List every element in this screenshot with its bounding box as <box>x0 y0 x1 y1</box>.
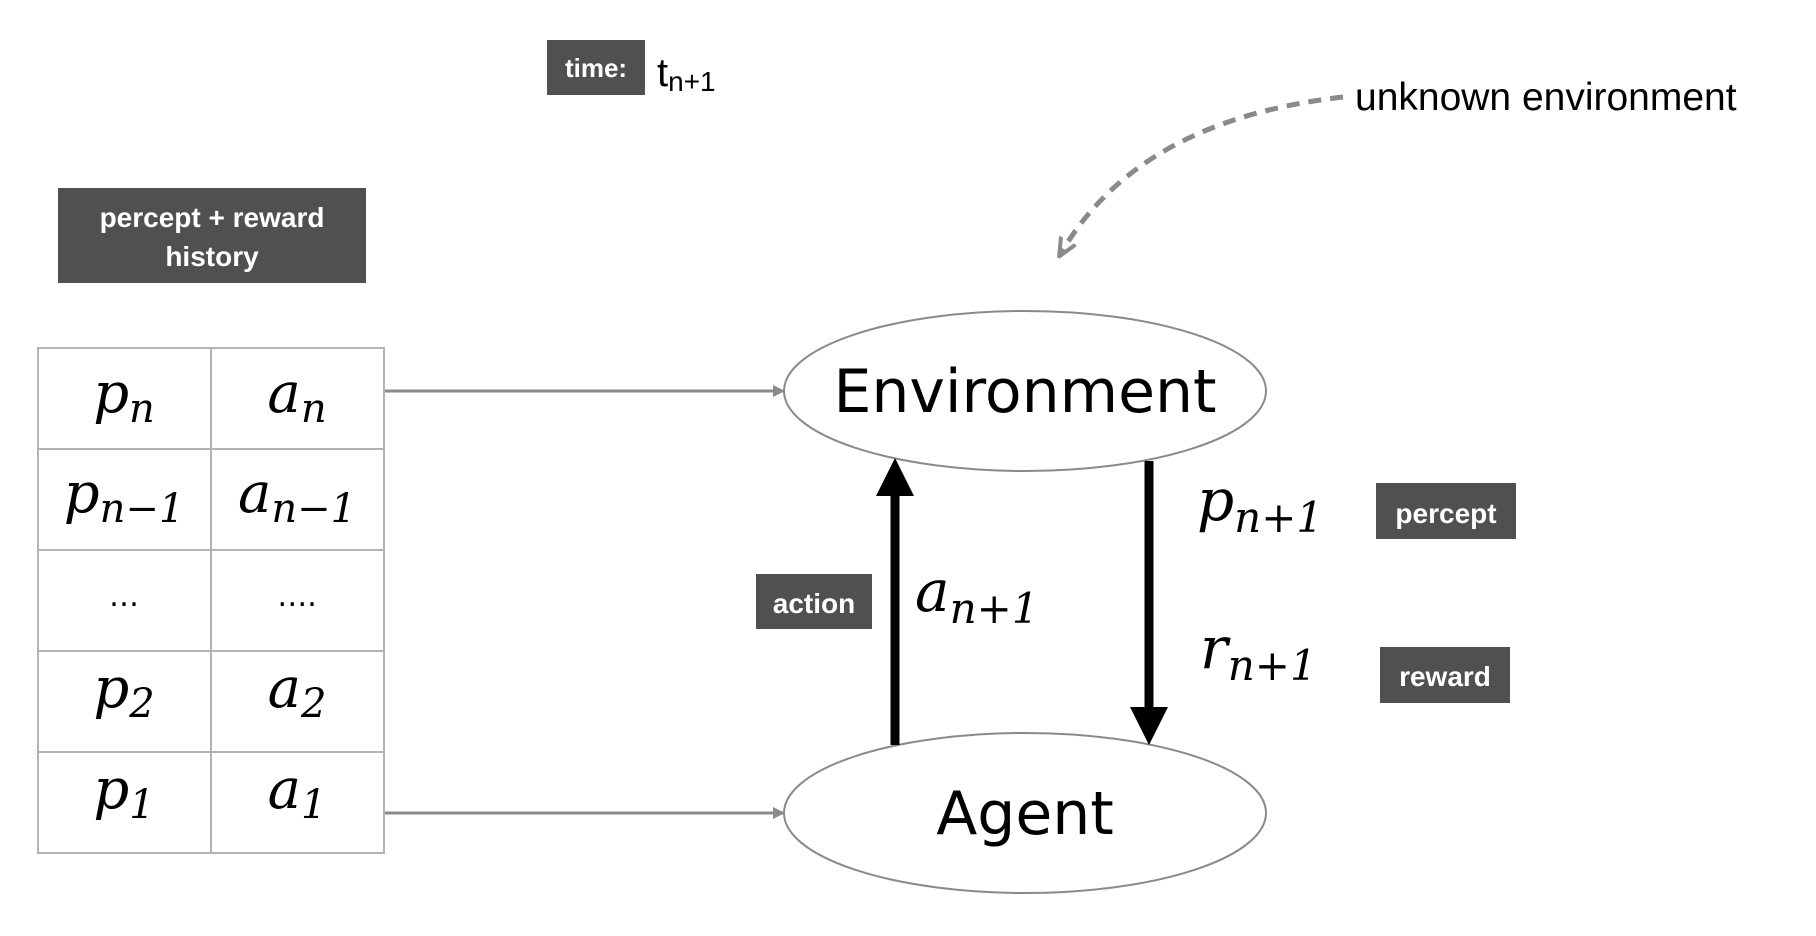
reward-badge <box>1380 647 1510 703</box>
table-cell-a: a2 <box>268 656 327 727</box>
table-cell-a: a1 <box>268 757 327 828</box>
action-arrow <box>876 458 914 745</box>
action-symbol: an+1 <box>915 557 1039 633</box>
unknown-environment-text: unknown environment <box>1355 76 1737 119</box>
unknown-environment-annotation: unknown environment <box>1060 76 1737 255</box>
environment-label: Environment <box>833 357 1216 427</box>
history-table: pn an pn−1 an−1 … …. p2 a2 p1 a1 <box>37 347 385 854</box>
time-badge-text: time: <box>565 53 627 83</box>
table-cell-p: pn−1 <box>64 461 185 532</box>
percept-badge <box>1376 483 1516 539</box>
table-cell-a: …. <box>277 579 317 614</box>
reward-label: rn+1 reward <box>1200 614 1510 703</box>
table-cell-a: an <box>267 361 326 432</box>
history-badge: percept + reward history <box>58 188 366 283</box>
percept-label: pn+1 percept <box>1197 466 1516 542</box>
percept-symbol: pn+1 <box>1197 466 1323 542</box>
percept-badge-text: percept <box>1395 498 1496 529</box>
time-badge <box>547 40 645 95</box>
history-badge-line2: history <box>165 241 259 272</box>
table-cell-p: p1 <box>93 757 154 828</box>
table-cell-p: p2 <box>93 656 154 727</box>
table-cell-a: an−1 <box>238 461 356 532</box>
environment-node: Environment <box>783 310 1267 472</box>
time-label: time: tn+1 <box>547 40 716 97</box>
table-cell-p: … <box>109 579 139 614</box>
action-badge-text: action <box>773 588 855 619</box>
action-label: action an+1 <box>756 557 1039 633</box>
action-badge <box>756 574 872 629</box>
history-badge-line1: percept + reward <box>100 202 325 233</box>
reward-badge-text: reward <box>1399 661 1491 692</box>
time-value: tn+1 <box>657 51 716 97</box>
agent-node: Agent <box>783 732 1267 894</box>
dashed-pointer-arrow <box>1060 94 1344 255</box>
reward-symbol: rn+1 <box>1200 614 1317 690</box>
agent-label: Agent <box>936 779 1114 849</box>
percept-reward-arrow <box>1130 461 1168 745</box>
table-cell-p: pn <box>93 361 155 432</box>
